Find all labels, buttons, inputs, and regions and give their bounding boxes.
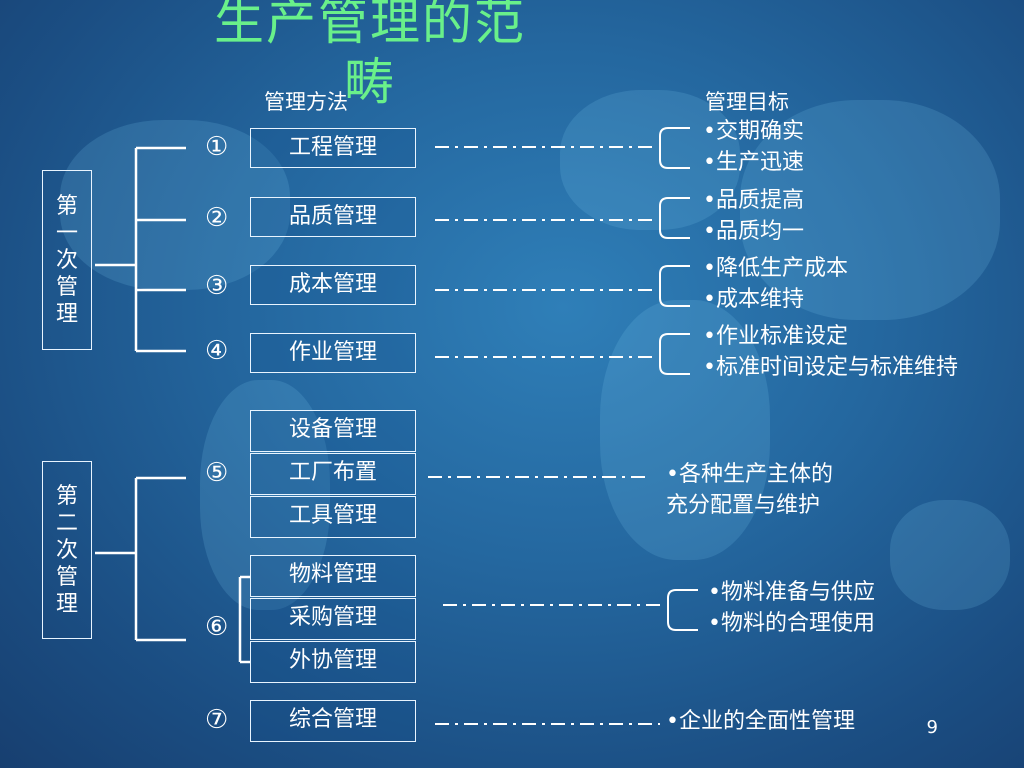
goal-text: •物料准备与供应 [708, 580, 875, 605]
goal-text: •物料的合理使用 [708, 611, 875, 636]
goal-text: •各种生产主体的 [666, 462, 833, 487]
map-europe [560, 90, 740, 230]
box-operation-management: 作业管理 [250, 333, 416, 373]
goals-item-7: •企业的全面性管理 [666, 706, 855, 737]
group-1-char: 理 [55, 301, 78, 327]
map-australia [890, 500, 1010, 610]
goal-text: •成本维持 [703, 287, 804, 312]
map-africa [600, 300, 770, 560]
group-2-char: 理 [55, 591, 78, 617]
title-line-2: 畴 [344, 53, 396, 111]
group-1-char: 第 [55, 193, 78, 219]
goal-text: •降低生产成本 [703, 256, 848, 281]
item-number: ① [205, 132, 229, 162]
goals-item-2: •品质提高 •品质均一 [703, 185, 804, 247]
box-tool-management: 工具管理 [250, 496, 416, 538]
goal-text: •企业的全面性管理 [666, 709, 855, 734]
group-2-char: 管 [55, 564, 78, 590]
box-cost-management: 成本管理 [250, 265, 416, 305]
slide-title: 生产管理的范 畴 [160, 0, 580, 112]
goals-item-6: •物料准备与供应 •物料的合理使用 [708, 577, 875, 639]
goals-item-4: •作业标准设定 •标准时间设定与标准维持 [703, 321, 958, 383]
group-1-char: 次 [55, 247, 78, 273]
title-line-1: 生产管理的范 [214, 0, 526, 51]
group-1-char: 管 [55, 274, 78, 300]
methods-header: 管理方法 [264, 90, 348, 114]
box-quality-management: 品质管理 [250, 197, 416, 237]
goal-text: •生产迅速 [703, 150, 804, 175]
group-2-char: 二 [55, 510, 78, 536]
box-purchasing-management: 采购管理 [250, 598, 416, 640]
item-number: ② [205, 203, 229, 233]
goal-text: 充分配置与维护 [666, 493, 821, 518]
item-number: ④ [205, 336, 229, 366]
group-2-char: 第 [55, 483, 78, 509]
map-asia [740, 100, 1000, 320]
item-number: ⑦ [205, 705, 229, 735]
goal-text: •标准时间设定与标准维持 [703, 355, 958, 380]
box-material-management: 物料管理 [250, 555, 416, 597]
item-number: ③ [205, 271, 229, 301]
goals-item-1: •交期确实 •生产迅速 [703, 116, 804, 178]
item-number: ⑥ [205, 612, 229, 642]
goal-text: •品质均一 [703, 219, 804, 244]
box-equipment-management: 设备管理 [250, 410, 416, 452]
box-outsourcing-management: 外协管理 [250, 641, 416, 683]
goals-item-5: •各种生产主体的 充分配置与维护 [666, 459, 833, 521]
goals-item-3: •降低生产成本 •成本维持 [703, 253, 848, 315]
box-factory-layout: 工厂布置 [250, 453, 416, 495]
group-1-char: 一 [55, 220, 78, 246]
goals-header: 管理目标 [705, 90, 789, 114]
page-number: 9 [926, 717, 938, 738]
box-process-management: 工程管理 [250, 128, 416, 168]
goal-text: •品质提高 [703, 188, 804, 213]
group-first-level: 第 一 次 管 理 [42, 170, 92, 350]
goal-text: •交期确实 [703, 119, 804, 144]
group-second-level: 第 二 次 管 理 [42, 461, 92, 639]
group-2-char: 次 [55, 537, 78, 563]
map-south-america [200, 380, 330, 610]
box-comprehensive-management: 综合管理 [250, 700, 416, 742]
item-number: ⑤ [205, 458, 229, 488]
goal-text: •作业标准设定 [703, 324, 848, 349]
